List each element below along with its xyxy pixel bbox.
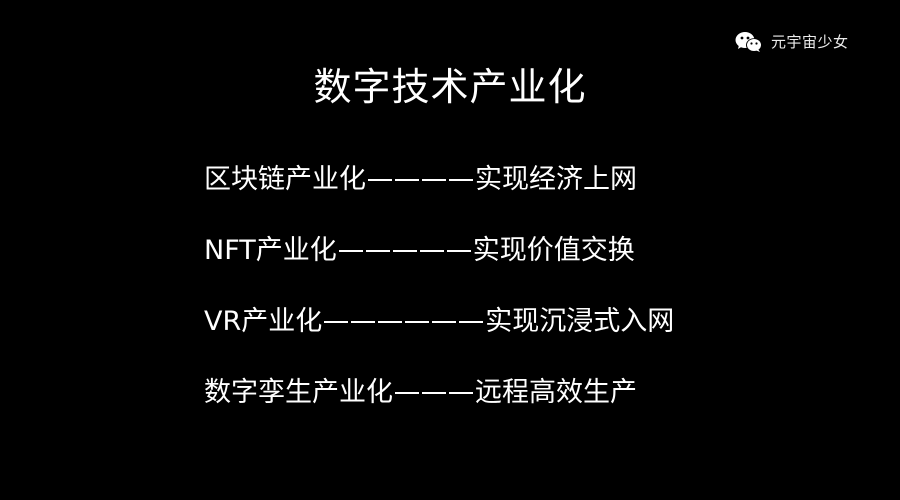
dash: [395, 391, 419, 394]
line-outcome: 远程高效生产: [475, 377, 637, 408]
line-topic: VR产业化: [204, 306, 323, 337]
dash: [459, 320, 484, 323]
wechat-icon: [735, 31, 763, 53]
dash: [324, 320, 349, 323]
watermark-text: 元宇宙少女: [771, 33, 849, 51]
dash: [422, 391, 446, 394]
line-outcome: 实现价值交换: [472, 235, 635, 266]
dash: [338, 249, 363, 252]
dash: [395, 178, 419, 181]
slide-title: 数字技术产业化: [313, 65, 587, 109]
dash: [422, 178, 446, 181]
line-outcome: 实现沉浸式入网: [485, 306, 675, 337]
dash: [432, 320, 457, 323]
dash: [392, 249, 417, 252]
content-line: 区块链产业化 实现经济上网: [204, 157, 674, 202]
dash-separator: [395, 391, 473, 394]
line-topic: NFT产业化: [204, 235, 337, 266]
dash: [378, 320, 403, 323]
dash: [351, 320, 376, 323]
watermark: 元宇宙少女: [735, 30, 849, 54]
dash: [365, 249, 390, 252]
dash: [449, 178, 473, 181]
dash: [405, 320, 430, 323]
content-line: 数字孪生产业化 远程高效生产: [204, 370, 674, 415]
dash-separator: [338, 249, 471, 252]
dash: [449, 391, 473, 394]
content-line: NFT产业化 实现价值交换: [204, 228, 674, 273]
line-topic: 数字孪生产业化: [204, 377, 393, 408]
dash: [419, 249, 444, 252]
line-outcome: 实现经济上网: [475, 164, 637, 195]
dash: [446, 249, 471, 252]
content-line: VR产业化 实现沉浸式入网: [204, 299, 674, 344]
content-lines: 区块链产业化 实现经济上网 NFT产业化 实现价值交换 VR产业化 实现沉浸式入…: [204, 157, 674, 441]
dash: [368, 178, 392, 181]
dash-separator: [324, 320, 484, 323]
line-topic: 区块链产业化: [204, 164, 366, 195]
dash-separator: [368, 178, 473, 181]
